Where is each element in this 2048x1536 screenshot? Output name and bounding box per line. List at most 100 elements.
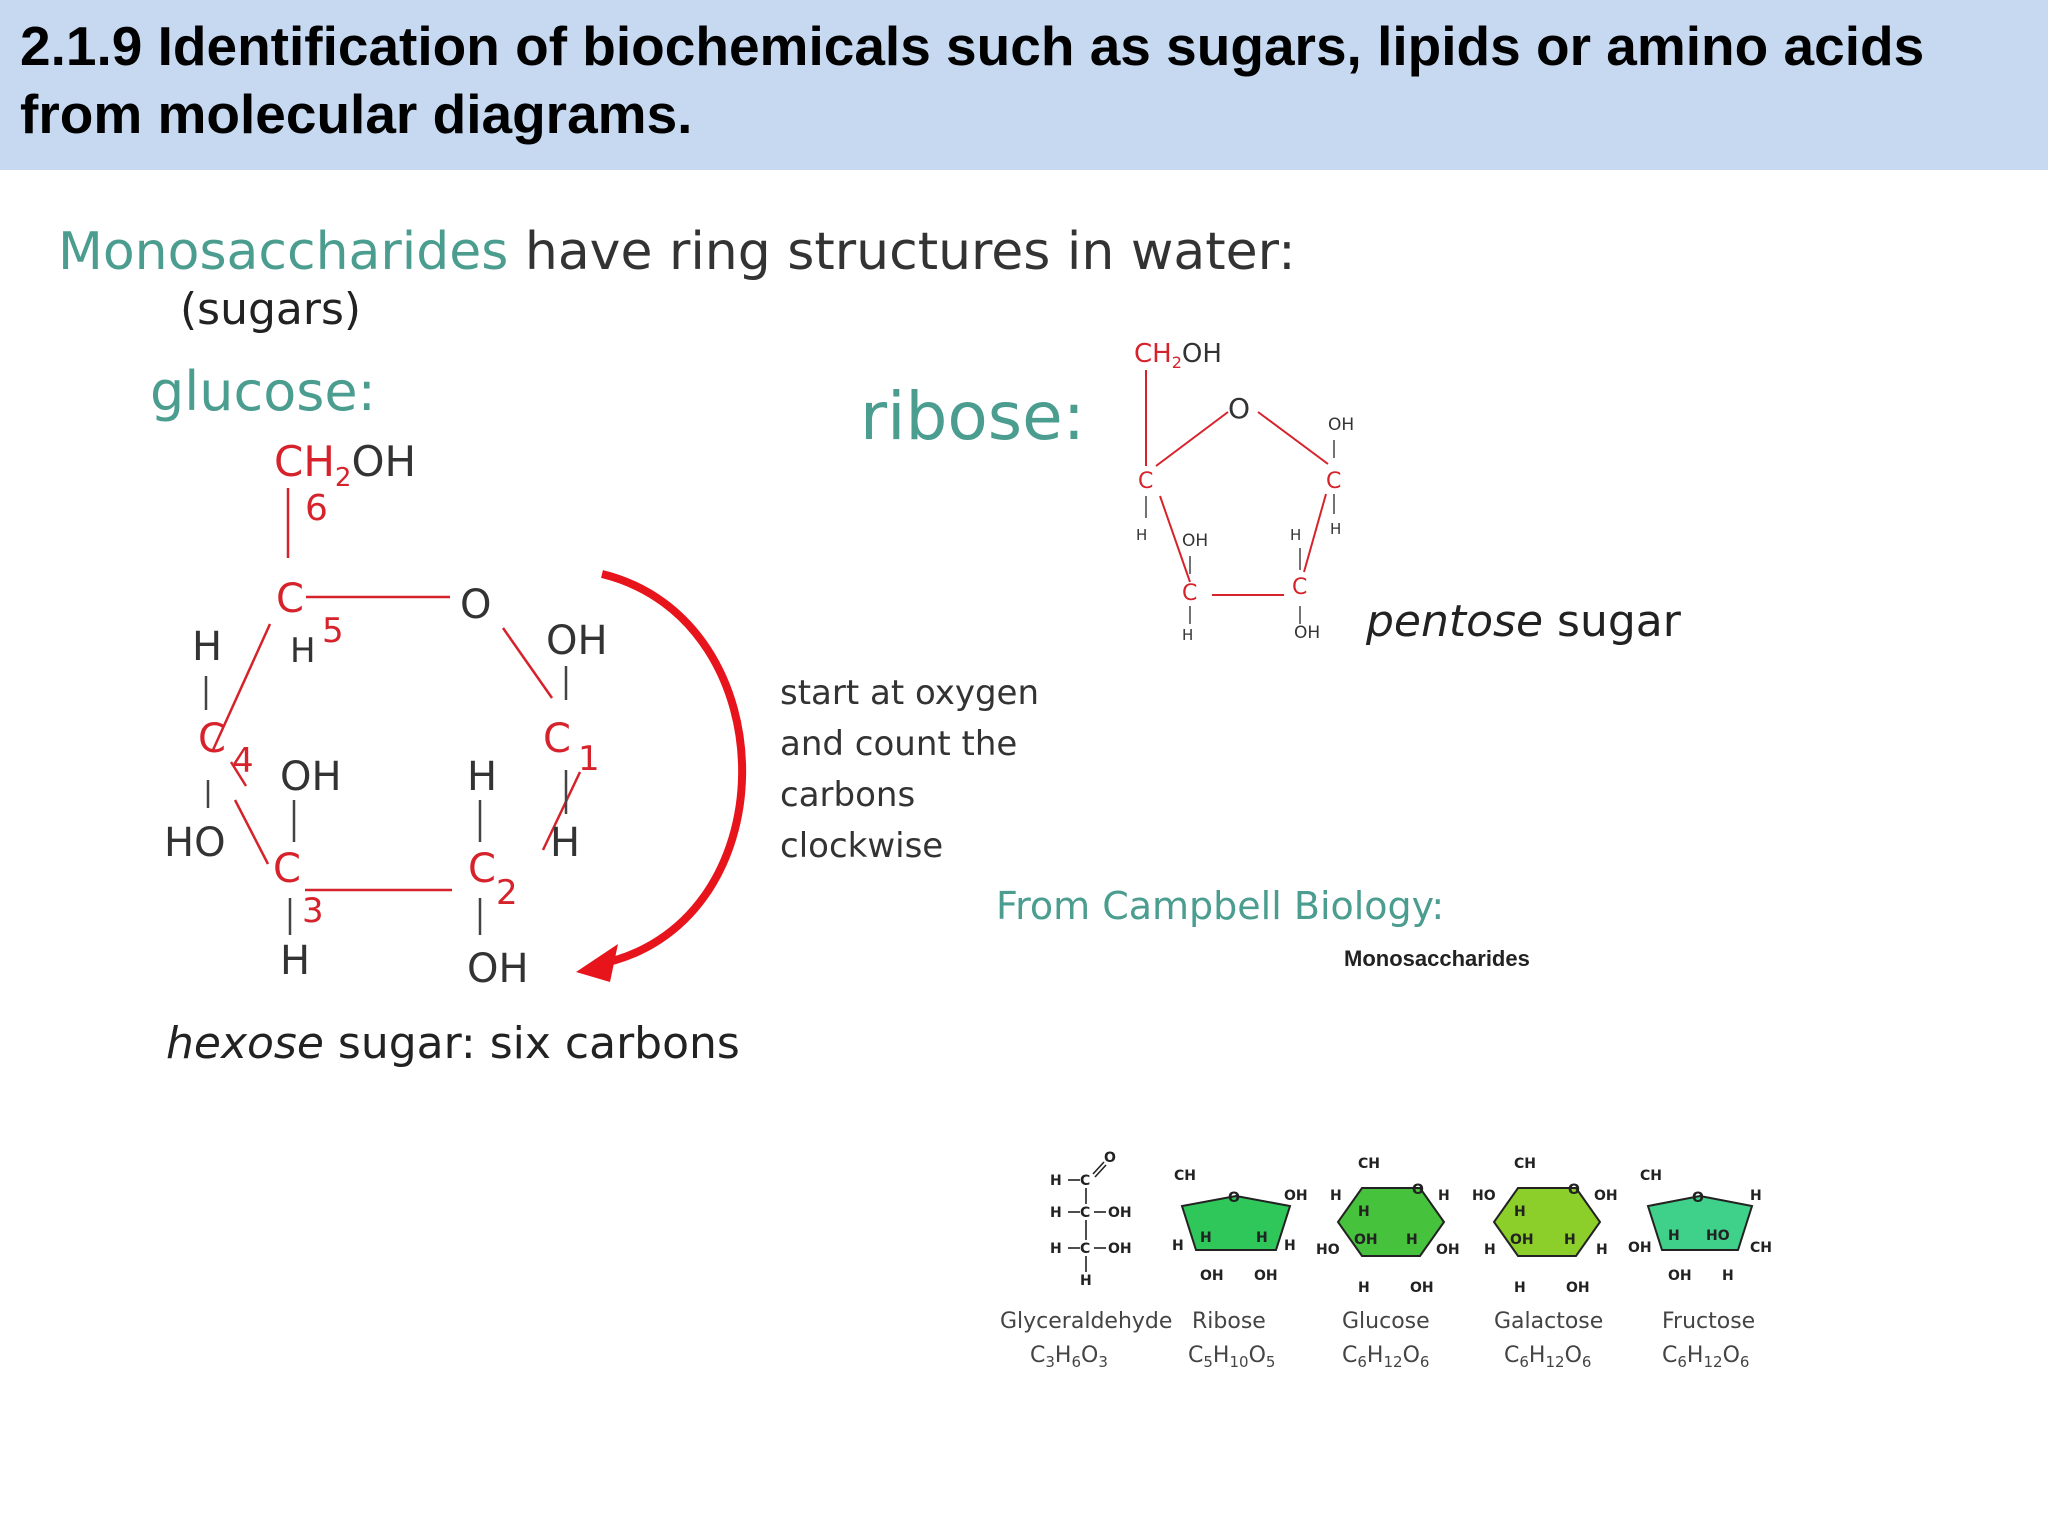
glucose-h-c3: H — [280, 938, 310, 984]
svg-text:H: H — [1722, 1268, 1734, 1284]
glucose-h-c1: H — [550, 820, 580, 866]
title-banner: 2.1.9 Identification of biochemicals suc… — [0, 0, 2048, 170]
ribose-h-bonds — [1145, 440, 1335, 624]
svg-text:OH: OH — [1510, 1232, 1534, 1248]
glucose-ch2oh: CH2OH — [274, 437, 416, 493]
sugar-formula: C6H12O6 — [1504, 1343, 1591, 1371]
ribose-c4: C — [1138, 469, 1153, 494]
svg-text:OH: OH — [1668, 1268, 1692, 1284]
ribose-ch2oh: CH2OH — [1134, 339, 1222, 372]
svg-text:C: C — [1080, 1205, 1090, 1221]
glucose-h-bonds — [204, 666, 568, 935]
ribose-c3: C — [1182, 581, 1197, 606]
ribose-oh-c2: OH — [1294, 623, 1320, 643]
svg-text:OH: OH — [1410, 1280, 1434, 1296]
glucose-c4: C — [198, 716, 226, 762]
svg-text:H: H — [1514, 1280, 1526, 1296]
ribose-caption-em: pentose — [1366, 596, 1544, 647]
svg-text:H: H — [1256, 1230, 1268, 1246]
sugar-formula: C6H12O6 — [1662, 1343, 1749, 1371]
intro-rest: have ring structures in water: — [508, 222, 1296, 282]
svg-text:H: H — [1438, 1188, 1450, 1204]
svg-text:H: H — [1050, 1241, 1062, 1257]
svg-text:OH: OH — [1284, 1188, 1308, 1204]
svg-text:O: O — [1568, 1182, 1580, 1198]
glucose-c1: C — [543, 716, 571, 762]
glucose-h-c5: H — [290, 631, 316, 671]
glucose-num-2: 2 — [496, 873, 518, 913]
arrow-head — [576, 944, 618, 982]
ribose-h-c3: H — [1182, 626, 1193, 644]
sugar-formula: C5H10O5 — [1188, 1343, 1275, 1371]
svg-text:CH: CH — [1514, 1156, 1536, 1172]
ribose-bonds — [1145, 370, 1329, 596]
glucose-oh-c3: OH — [280, 754, 342, 800]
campbell-captions: Glyceraldehyde Ribose Glucose Galactose … — [1000, 1309, 1755, 1371]
svg-text:OH: OH — [1108, 1241, 1132, 1257]
glucose-num-6: 6 — [305, 488, 328, 529]
glucose-h-c4: H — [192, 624, 222, 670]
svg-text:CH: CH — [1174, 1168, 1196, 1184]
intro-heading: Monosaccharides have ring structures in … — [58, 222, 1296, 282]
svg-text:O: O — [1412, 1182, 1424, 1198]
ribose-caption-rest: sugar — [1543, 596, 1681, 647]
svg-text:OH: OH — [1354, 1232, 1378, 1248]
glyceraldehyde-structure: H C O H C OH H C OH H — [1050, 1150, 1132, 1289]
glucose-c5: C — [276, 576, 304, 622]
glucose-num-1: 1 — [578, 739, 600, 779]
slide-title: 2.1.9 Identification of biochemicals suc… — [20, 15, 1925, 145]
campbell-glucose-structure: CH O H H H OH H HO OH H OH — [1316, 1156, 1460, 1296]
svg-text:H: H — [1080, 1273, 1092, 1289]
glucose-h-c2: H — [467, 754, 497, 800]
glucose-num-4: 4 — [232, 741, 254, 781]
svg-text:H: H — [1564, 1232, 1576, 1248]
svg-text:H: H — [1484, 1242, 1496, 1258]
ribose-h-c4: H — [1136, 526, 1147, 544]
glucose-oh-c2: OH — [467, 946, 529, 992]
glucose-num-5: 5 — [322, 611, 344, 651]
svg-text:H: H — [1330, 1188, 1342, 1204]
glucose-num-3: 3 — [302, 891, 324, 931]
clockwise-arrow — [594, 570, 747, 969]
svg-text:H: H — [1200, 1230, 1212, 1246]
ribose-oh-c1: OH — [1328, 415, 1354, 435]
svg-text:H: H — [1668, 1228, 1680, 1244]
sugar-formula: C6H12O6 — [1342, 1343, 1429, 1371]
arrow-note: start at oxygen and count the carbons cl… — [780, 668, 1039, 872]
arrow-note-line: and count the — [780, 724, 1018, 764]
arrow-note-line: carbons — [780, 775, 916, 815]
ribose-c1: C — [1326, 469, 1341, 494]
glucose-caption-rest: sugar: six carbons — [323, 1018, 740, 1069]
svg-text:OH: OH — [1436, 1242, 1460, 1258]
svg-text:OH: OH — [1594, 1188, 1618, 1204]
campbell-galactose-structure: CH O HO OH H OH H H H H OH — [1472, 1156, 1618, 1296]
svg-text:C: C — [1080, 1173, 1090, 1189]
ribose-oxygen: O — [1228, 392, 1250, 425]
svg-text:OH: OH — [1108, 1205, 1132, 1221]
sugar-name: Galactose — [1494, 1309, 1603, 1334]
sugar-name: Glyceraldehyde — [1000, 1309, 1172, 1334]
arrow-note-line: clockwise — [780, 826, 944, 866]
svg-text:H: H — [1284, 1238, 1296, 1254]
svg-text:HO: HO — [1316, 1242, 1340, 1258]
campbell-figure-title: Monosaccharides — [1344, 946, 1530, 971]
intro-note: (sugars) — [180, 284, 362, 335]
sugar-name: Ribose — [1192, 1309, 1266, 1334]
svg-text:H: H — [1596, 1242, 1608, 1258]
svg-text:H: H — [1750, 1188, 1762, 1204]
svg-text:H: H — [1514, 1204, 1526, 1220]
arrow-note-line: start at oxygen — [780, 673, 1040, 713]
svg-text:CH: CH — [1750, 1240, 1772, 1256]
glucose-c3: C — [273, 846, 301, 892]
svg-text:O: O — [1692, 1190, 1704, 1206]
svg-text:O: O — [1104, 1150, 1116, 1166]
svg-text:HO: HO — [1472, 1188, 1496, 1204]
intro-keyword: Monosaccharides — [58, 222, 509, 282]
sugar-formula: C3H6O3 — [1030, 1343, 1108, 1371]
ribose-h-c1: H — [1330, 520, 1341, 538]
ribose-oh-c3: OH — [1182, 531, 1208, 551]
glucose-ho-c4: HO — [164, 820, 226, 866]
svg-text:HO: HO — [1706, 1228, 1730, 1244]
glucose-bonds — [211, 488, 582, 892]
glucose-caption-em: hexose — [166, 1018, 324, 1069]
